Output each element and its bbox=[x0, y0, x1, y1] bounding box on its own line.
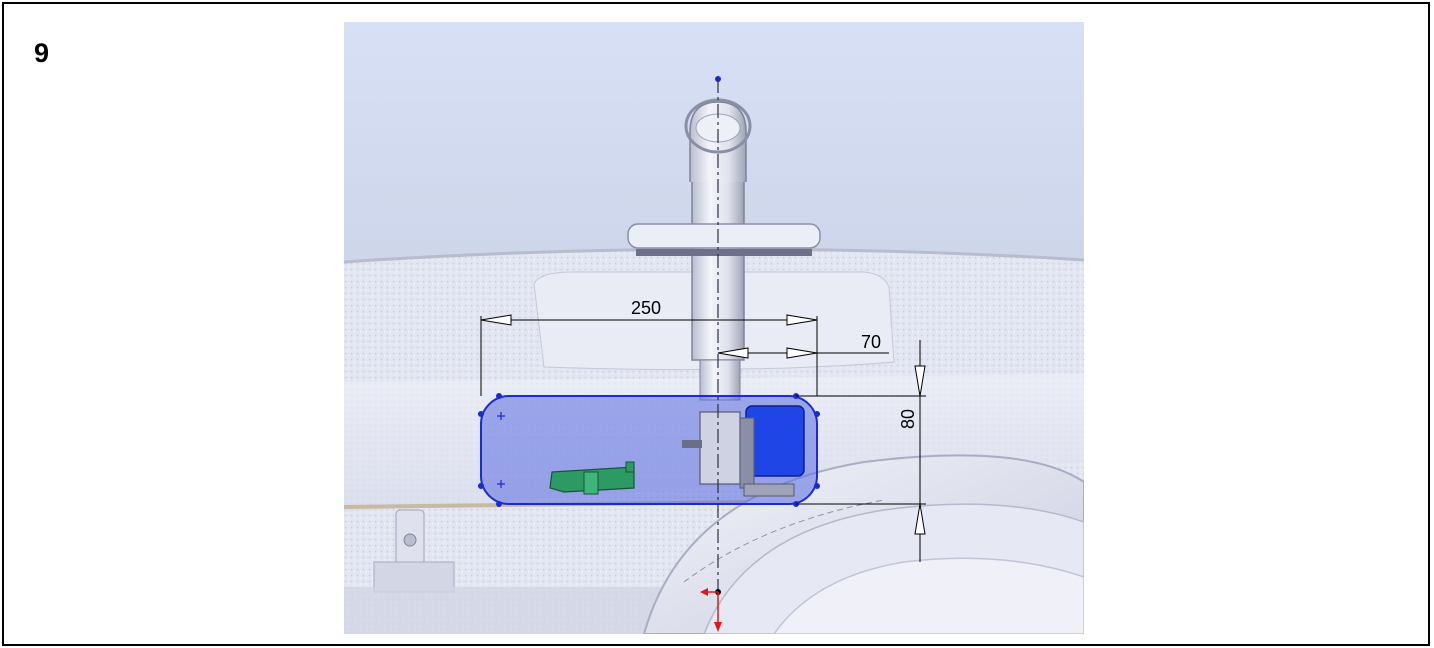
dimension-offset-label[interactable]: 70 bbox=[861, 332, 881, 352]
sketch-point-icon bbox=[496, 393, 502, 399]
pipe-flange bbox=[627, 223, 821, 249]
dimension-width bbox=[480, 314, 818, 396]
sketch-centers bbox=[497, 412, 505, 488]
blue-module bbox=[739, 405, 805, 497]
cad-viewport: 250 70 80 bbox=[344, 22, 1084, 634]
dimension-height bbox=[796, 340, 926, 562]
green-clip bbox=[549, 461, 635, 495]
dimension-offset bbox=[717, 347, 889, 359]
dimension-width-label[interactable]: 250 bbox=[631, 298, 661, 318]
step-number: 9 bbox=[34, 38, 50, 68]
origin-triad-icon bbox=[700, 588, 722, 632]
dimension-height-label[interactable]: 80 bbox=[898, 409, 918, 429]
